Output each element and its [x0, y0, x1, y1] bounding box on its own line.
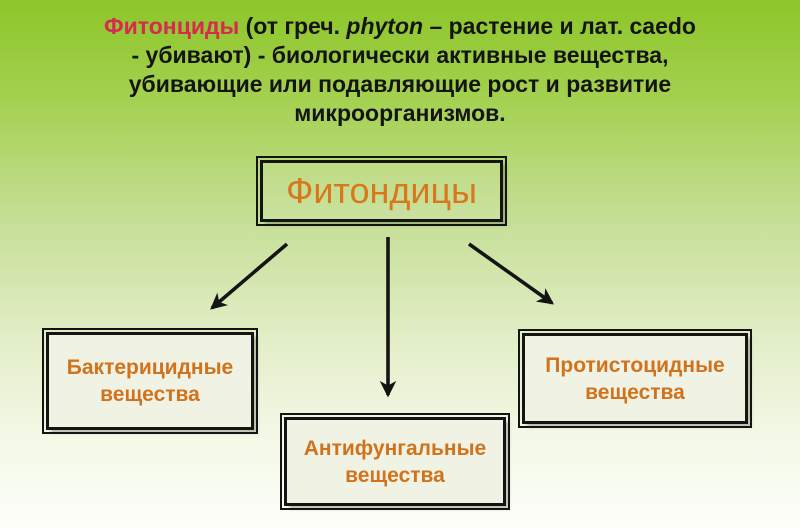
branch-label-line: вещества — [100, 383, 200, 406]
branch-box-protistocidal: Протистоцидные вещества — [518, 329, 752, 428]
branch-label-line: Протистоцидные — [545, 353, 725, 377]
branch-box-antifungal: Антифунгальные вещества — [280, 413, 510, 510]
arrow-to-left-branch — [210, 242, 289, 310]
title-line-1: Фитонциды (от греч. phyton – растение и … — [40, 12, 760, 41]
title-term-highlight: Фитонциды — [104, 13, 240, 39]
title-latin-word: phyton — [346, 13, 424, 39]
branch-label-line: вещества — [585, 380, 685, 404]
branch-label-line: Бактерицидные — [66, 356, 234, 379]
title-line-4: микроорганизмов. — [294, 100, 506, 126]
branch-label-line: вещества — [345, 463, 445, 487]
branch-box-bactericidal: Бактерицидные вещества — [42, 328, 258, 434]
root-concept-box: Фитондицы — [256, 156, 507, 226]
branch-label-line: Антифунгальные — [303, 436, 487, 460]
title-line1-text: (от греч. — [239, 13, 347, 39]
arrow-to-right-branch — [467, 242, 555, 305]
slide-title: Фитонциды (от греч. phyton – растение и … — [40, 12, 760, 128]
title-line1-end: – растение и лат. caedo — [423, 13, 696, 39]
title-line-3: убивающие или подавляющие рост и развити… — [128, 71, 672, 97]
title-line-2: - убивают) - биологически активные вещес… — [131, 42, 669, 68]
root-concept-label: Фитондицы — [285, 170, 478, 211]
